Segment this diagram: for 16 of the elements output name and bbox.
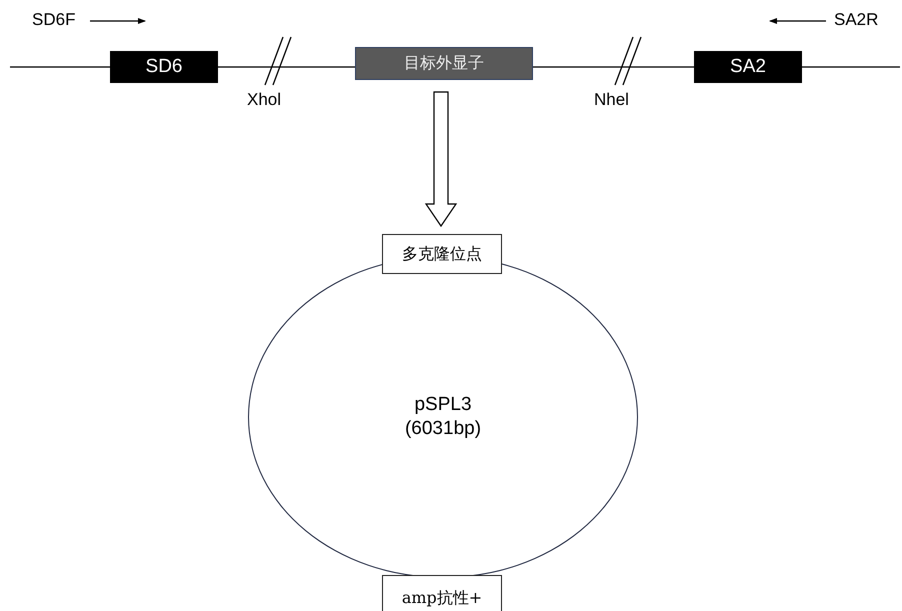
primer-label: SA2R <box>834 10 878 30</box>
exon-box <box>110 51 218 83</box>
site-label: Xhol <box>247 90 282 110</box>
site-box <box>382 234 502 274</box>
node-label: SA2 <box>730 55 766 79</box>
arrow <box>424 91 458 228</box>
node-label: SD6 <box>146 55 182 79</box>
node-label: 目标外显子 <box>404 54 484 74</box>
node-label: amp抗性+ <box>402 588 482 608</box>
site-label: Nhel <box>594 90 629 110</box>
node-label: 多克隆位点 <box>402 244 482 264</box>
insert-box <box>355 47 533 80</box>
site-box <box>382 575 502 611</box>
primer-label: SD6F <box>32 10 76 30</box>
exon-box <box>694 51 802 83</box>
node-label: pSPL3 (6031bp) <box>404 393 482 441</box>
